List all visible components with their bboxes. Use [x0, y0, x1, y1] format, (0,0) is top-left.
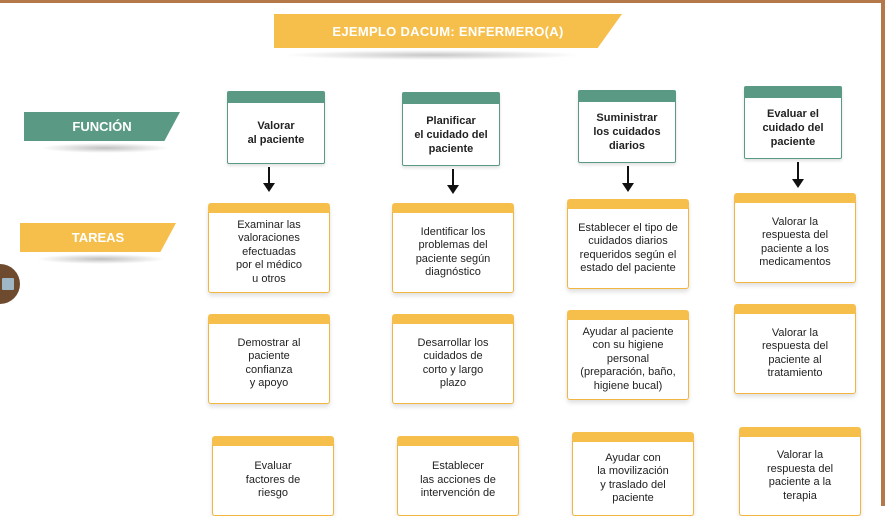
function-box-suministrar: Suministrar los cuidados diarios — [578, 90, 676, 163]
task-box: Ayudar con la movilización y traslado de… — [572, 432, 694, 516]
diagram-title: EJEMPLO DACUM: ENFERMERO(A) — [274, 14, 622, 48]
row-label-funcion: FUNCIÓN — [24, 112, 180, 141]
function-box-evaluar: Evaluar el cuidado del paciente — [744, 86, 842, 159]
task-label: Valorar la respuesta del paciente a la t… — [766, 449, 834, 502]
function-label: Valorar al paciente — [247, 120, 305, 146]
task-label: Ayudar al paciente con su higiene person… — [580, 325, 676, 392]
task-box: Identificar los problemas del paciente s… — [392, 203, 514, 293]
task-label: Demostrar al paciente confianza y apoyo — [237, 336, 301, 390]
function-box-valorar: Valorar al paciente — [227, 91, 325, 164]
task-label: Identificar los problemas del paciente s… — [415, 225, 491, 279]
task-box: Valorar la respuesta del paciente a los … — [734, 193, 856, 283]
task-label: Valorar la respuesta del paciente al tra… — [761, 326, 829, 380]
title-shadow — [282, 50, 582, 60]
task-box: Establecer el tipo de cuidados diarios r… — [567, 199, 689, 289]
task-label: Establecer las acciones de intervención … — [420, 460, 496, 500]
task-box: Desarrollar los cuidados de corto y larg… — [392, 314, 514, 404]
side-nav-handle[interactable] — [0, 264, 20, 304]
task-box: Evaluar factores de riesgo — [212, 436, 334, 516]
function-label: Suministrar los cuidados diarios — [593, 112, 661, 152]
task-box: Ayudar al paciente con su higiene person… — [567, 310, 689, 400]
task-box: Examinar las valoraciones efectuadas por… — [208, 203, 330, 293]
task-label: Establecer el tipo de cuidados diarios r… — [578, 221, 678, 275]
function-label: Evaluar el cuidado del paciente — [762, 108, 824, 148]
frame-top-border — [0, 0, 885, 3]
row-label-tareas: TAREAS — [20, 223, 176, 252]
task-label: Ayudar con la movilización y traslado de… — [597, 451, 669, 505]
frame-right-border — [881, 0, 885, 506]
task-box: Valorar la respuesta del paciente a la t… — [739, 427, 861, 516]
task-box: Demostrar al paciente confianza y apoyo — [208, 314, 330, 404]
task-box: Establecer las acciones de intervención … — [397, 436, 519, 516]
task-label: Examinar las valoraciones efectuadas por… — [235, 218, 303, 285]
row-label-shadow — [40, 143, 170, 153]
task-label: Desarrollar los cuidados de corto y larg… — [417, 336, 489, 390]
function-label: Planificar el cuidado del paciente — [414, 114, 488, 155]
task-box: Valorar la respuesta del paciente al tra… — [734, 304, 856, 394]
function-box-planificar: Planificar el cuidado del paciente — [402, 92, 500, 166]
task-label: Evaluar factores de riesgo — [245, 460, 301, 500]
task-label: Valorar la respuesta del paciente a los … — [759, 215, 831, 269]
row-label-shadow — [36, 254, 166, 264]
